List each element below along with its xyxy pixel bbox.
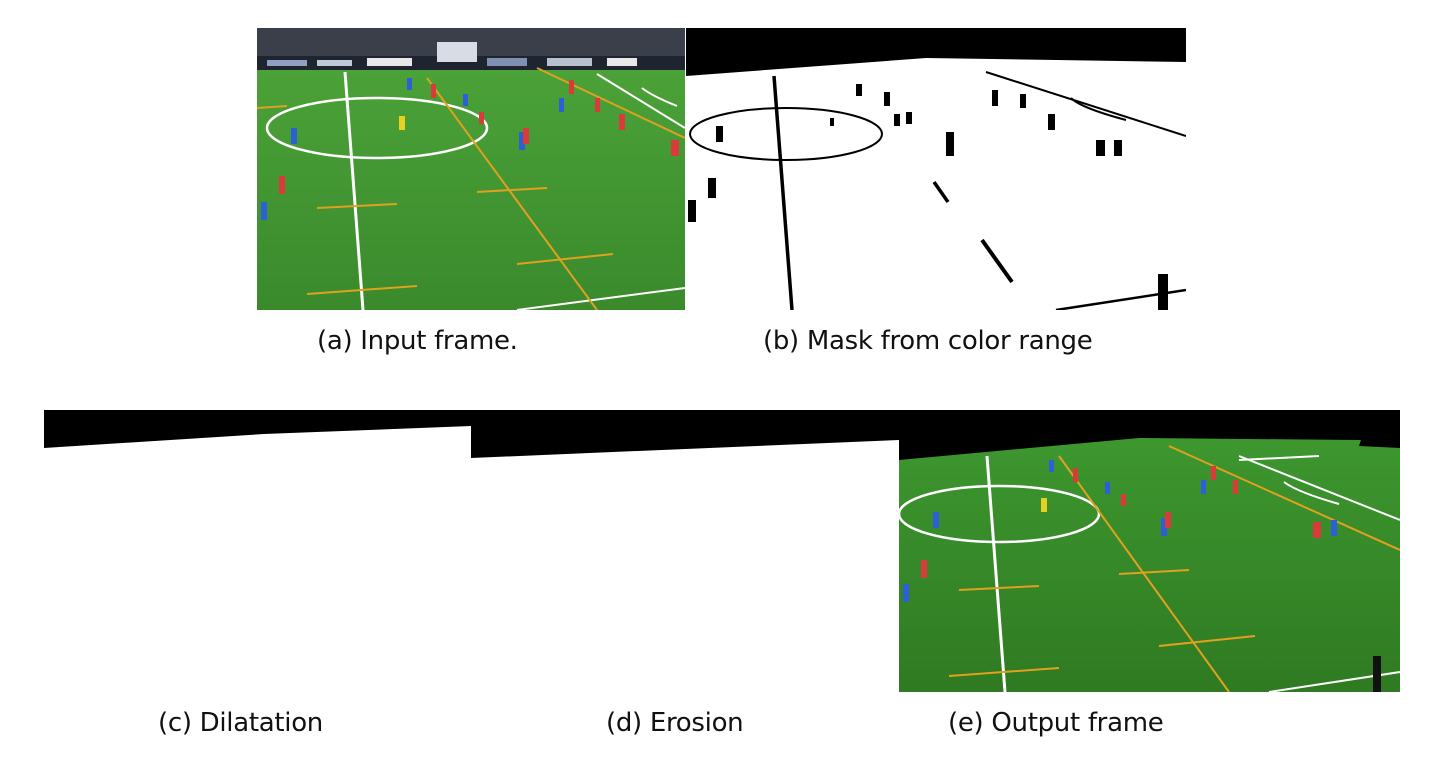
caption-a: (a) Input frame. (317, 326, 518, 356)
caption-d: (d) Erosion (606, 708, 744, 738)
panel-a-input-frame (257, 28, 685, 310)
panel-d-erosion (471, 410, 899, 692)
panel-b-mask (686, 28, 1186, 310)
caption-c: (c) Dilatation (158, 708, 323, 738)
panel-c-dilatation (44, 410, 471, 692)
panel-e-output-frame (899, 410, 1400, 692)
caption-b: (b) Mask from color range (763, 326, 1093, 356)
caption-e: (e) Output frame (948, 708, 1164, 738)
